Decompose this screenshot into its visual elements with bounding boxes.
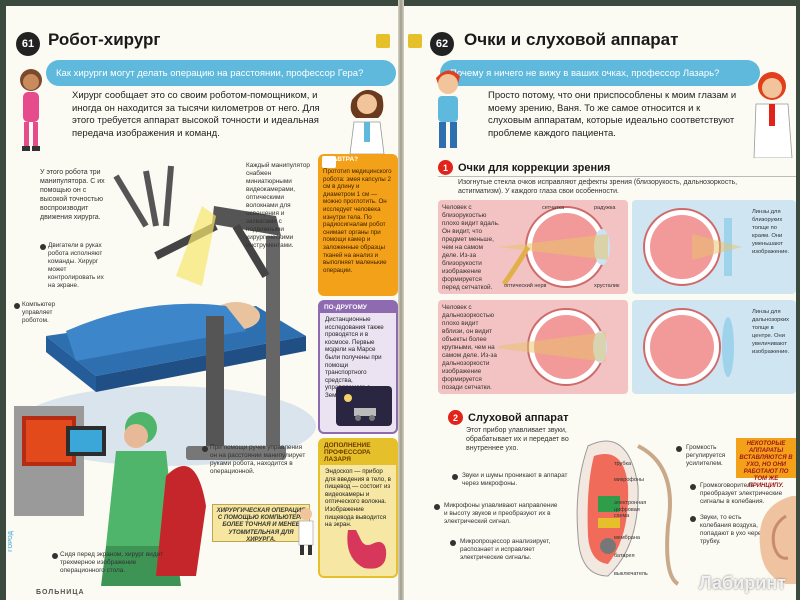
- hearing-aid-tag: НЕКОТОРЫЕ АППАРАТЫ ВСТАВЛЯЮТСЯ В УХО, НО…: [736, 438, 796, 489]
- professor-lazar-icon: [753, 72, 793, 158]
- telescope-icon: [322, 156, 336, 168]
- hyperopia-eye-panel: Человек с дальнозоркостью плохо видит вб…: [438, 300, 628, 394]
- box-future: А ЗАВТРА? Прототип медицинского робота: …: [318, 154, 398, 296]
- section-1-intro: Изогнутые стекла очков исправляют дефект…: [458, 179, 738, 195]
- bullet-eardrum: [690, 516, 696, 522]
- section-hearing-heading: 2 Слуховой аппарат: [448, 410, 569, 425]
- robot-intro-text: У этого робота три манипулятора. С их по…: [40, 169, 105, 221]
- label-battery: батарея: [614, 553, 635, 559]
- robot-surgery-illustration: [14, 165, 316, 586]
- box-professor-title: ДОПОЛНЕНИЕ ПРОФЕССОРА ЛАЗАРЯ: [320, 440, 396, 465]
- book-gutter: [398, 0, 404, 600]
- question-bar: Как хирурги могут делать операцию на рас…: [46, 60, 396, 86]
- page-title-robot: Робот-хирург: [48, 30, 161, 49]
- bullet-handles: [202, 446, 208, 452]
- label-nerve: оптический нерв: [504, 283, 547, 289]
- page-number-61: 61: [16, 32, 40, 56]
- section-2-number: 2: [448, 410, 463, 425]
- mars-rover-icon: [336, 386, 392, 426]
- label-lens: хрусталик: [594, 283, 620, 289]
- bullet-microphones: [434, 504, 440, 510]
- bullet-processor: [450, 540, 456, 546]
- doctor-small-icon: [298, 508, 314, 555]
- hearing-aid-illustration: [576, 440, 680, 586]
- hyperopia-corrected-diagram: [643, 308, 734, 386]
- label-iris: радужка: [594, 205, 616, 211]
- right-page: 62 Очки и слуховой аппарат Почему я ниче…: [404, 6, 796, 600]
- section-1-title: Очки для коррекции зрения: [458, 161, 611, 174]
- girl-character-icon: [20, 69, 42, 151]
- footer-vertical: ГОРОД: [8, 531, 14, 552]
- professor-gera-icon: [349, 89, 385, 154]
- section-glasses-heading: 1 Очки для коррекции зрения: [438, 160, 610, 175]
- label-mic: микрофоны: [614, 477, 644, 483]
- section-1-underline: [438, 176, 796, 177]
- answer-text-right: Просто потому, что они приспособлены к м…: [488, 90, 737, 139]
- bullet-volume: [676, 446, 682, 452]
- answer-text: Хирург сообщает это со своим роботом-пом…: [72, 90, 320, 139]
- stomach-icon: [347, 530, 387, 569]
- bullet-engines: [40, 244, 46, 250]
- myopia-corrected-panel: Линзы для близоруких толще по краям. Они…: [632, 200, 796, 294]
- surgery-callout: ХИРУРГИЧЕСКАЯ ОПЕРАЦИЯ С ПОМОЩЬЮ КОМПЬЮТ…: [212, 504, 310, 543]
- volume-text: Громкость регулируется усилителем.: [686, 444, 726, 467]
- section-1-number: 1: [438, 160, 453, 175]
- footer-section: БОЛЬНИЦА: [36, 589, 85, 596]
- myopia-eye-diagram: [498, 206, 610, 288]
- engines-text: Двигатели в руках робота исполняют коман…: [48, 242, 104, 289]
- left-page: 61 Робот-хирург Как хирурги могут делать…: [6, 6, 398, 600]
- hyperopia-eye-diagram: [498, 308, 607, 386]
- boy-vanya-icon: [436, 70, 460, 148]
- corner-icon-right: [408, 34, 422, 48]
- eardrum-text: Звуки, то есть колебания воздуха, попада…: [700, 514, 765, 545]
- label-retina: сетчатка: [542, 205, 565, 211]
- microphones-text: Микрофоны улавливают направление и высот…: [444, 502, 558, 525]
- box-future-title: А ЗАВТРА?: [322, 156, 359, 163]
- bullet-computer: [14, 303, 20, 309]
- computer-text: Компьютер управляет роботом.: [22, 301, 56, 324]
- hyperopia-corrected-panel: Линзы для дальнозорких толще в центре. О…: [632, 300, 796, 394]
- glasses-myopia-text: Линзы для близоруких толще по краям. Они…: [752, 209, 790, 255]
- ear-icon: [759, 496, 796, 584]
- box-future-text: Прототип медицинского робота: змея капсу…: [323, 168, 392, 274]
- box-professor-text: Эндоскоп — прибор для введения в тело, в…: [325, 468, 391, 529]
- label-tube: трубка: [614, 461, 632, 467]
- corner-icon: [376, 34, 390, 48]
- myopia-text: Человек с близорукостью плохо видит вдал…: [442, 204, 500, 291]
- bullet-speaker: [690, 484, 696, 490]
- myopia-corrected-diagram: [643, 208, 742, 286]
- glasses-hyperopia-text: Линзы для дальнозорких толще в центре. О…: [752, 309, 790, 355]
- watermark-labirint: Лабиринт: [698, 573, 786, 593]
- handles-text: При помощи ручек управления он на рассто…: [210, 444, 306, 475]
- myopia-eye-panel: Человек с близорукостью плохо видит вдал…: [438, 200, 628, 294]
- question-bar-right: Почему я ничего не вижу в ваших очках, п…: [440, 60, 760, 86]
- label-switch: выключатель: [614, 571, 648, 577]
- label-membrane: мембрана: [614, 535, 640, 541]
- section-2-intro: Этот прибор улавливает звуки, обрабатыва…: [466, 427, 569, 452]
- speaker-text: Громкоговоритель преобразует электрическ…: [700, 482, 783, 505]
- hyperopia-text: Человек с дальнозоркостью плохо видит вб…: [442, 304, 497, 391]
- sounds-text: Звуки и шумы проникают в аппарат через м…: [462, 472, 568, 487]
- section-2-title: Слуховой аппарат: [468, 411, 569, 424]
- bullet-screen: [52, 553, 58, 559]
- manipulator-text: Каждый манипулятор снабжен миниатюрными …: [246, 162, 310, 249]
- box-other-title: ПО-ДРУГОМУ: [320, 302, 396, 313]
- processor-text: Микропроцессор анализирует, распознает и…: [460, 538, 551, 561]
- bullet-sounds: [452, 474, 458, 480]
- page-title-glasses: Очки и слуховой аппарат: [464, 30, 679, 49]
- label-chip: электронная цифровая схема: [614, 500, 647, 519]
- page-number-62: 62: [430, 32, 454, 56]
- screen-text: Сидя перед экраном, хирург видит трехмер…: [60, 551, 164, 574]
